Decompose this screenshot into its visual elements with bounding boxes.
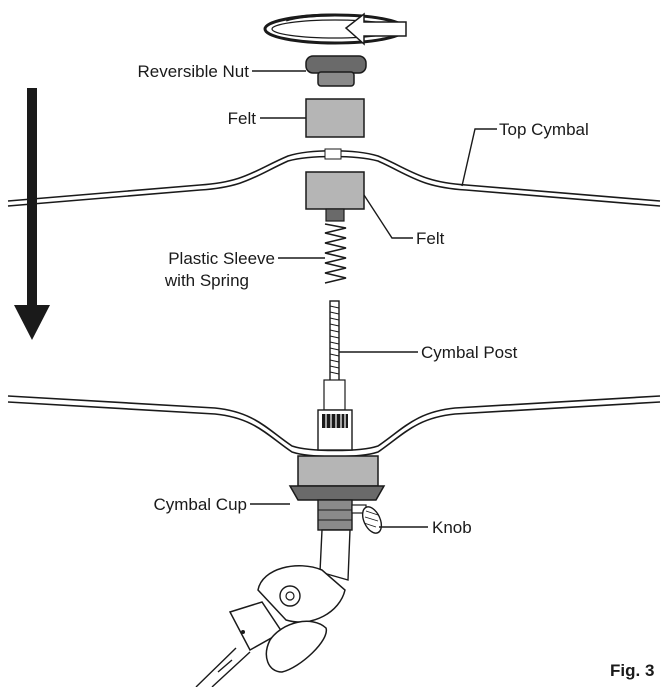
label-felt-top: Felt	[228, 109, 257, 128]
label-cymbal-cup: Cymbal Cup	[153, 495, 247, 514]
leader-lines	[250, 70, 497, 528]
clutch-block	[317, 409, 353, 451]
felt-top-piece	[305, 98, 365, 138]
rotation-arrow-icon	[263, 12, 407, 46]
label-plastic-sleeve: Plastic Sleeve	[168, 249, 275, 268]
felt-bottom-piece	[305, 171, 365, 210]
down-arrow-icon	[14, 88, 50, 340]
cymbal-cup	[288, 455, 386, 531]
figure-number: Fig. 3	[610, 661, 654, 680]
label-reversible-nut: Reversible Nut	[138, 62, 250, 81]
plastic-sleeve-spring	[324, 208, 347, 284]
label-top-cymbal: Top Cymbal	[499, 120, 589, 139]
knob-part	[351, 504, 383, 534]
label-with-spring: with Spring	[164, 271, 249, 290]
label-felt-bottom: Felt	[416, 229, 445, 248]
label-cymbal-post: Cymbal Post	[421, 343, 518, 362]
cymbal-post	[323, 300, 346, 414]
top-cymbal	[7, 148, 661, 207]
stand-arm	[195, 529, 351, 687]
reversible-nut	[305, 55, 367, 87]
label-knob: Knob	[432, 518, 472, 537]
